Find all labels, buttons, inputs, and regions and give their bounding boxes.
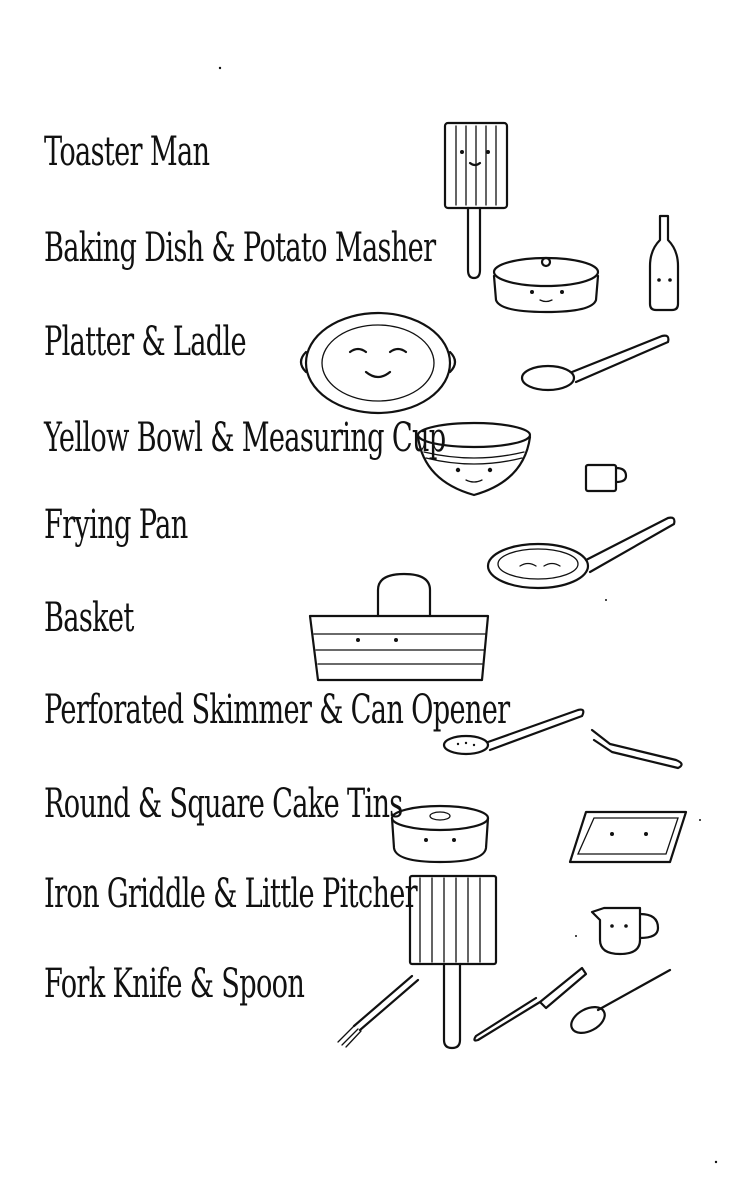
caption-toaster-man: Toaster Man [44, 129, 210, 175]
caption-baking-dish-potato-masher: Baking Dish & Potato Masher [44, 225, 436, 271]
caption-cake-tins: Round & Square Cake Tins [44, 781, 403, 827]
spoon-icon [570, 968, 672, 1034]
knife-icon [473, 966, 588, 1042]
skimmer-icon [442, 708, 585, 756]
potato-masher-icon [648, 214, 680, 312]
caption-basket: Basket [44, 595, 134, 641]
caption-fork-knife-spoon: Fork Knife & Spoon [44, 961, 305, 1007]
baking-dish-icon [492, 256, 600, 314]
caption-skimmer-can-opener: Perforated Skimmer & Can Opener [44, 687, 510, 733]
caption-bowl-measuring-cup: Yellow Bowl & Measuring Cup [44, 415, 446, 461]
bowl-icon [416, 421, 532, 497]
caption-platter-ladle: Platter & Ladle [44, 319, 247, 365]
griddle-icon [408, 874, 498, 1050]
can-opener-icon [590, 728, 683, 770]
ladle-icon [520, 334, 670, 392]
round-cake-tin-icon [390, 804, 490, 864]
pitcher-icon [590, 906, 660, 956]
square-cake-tin-icon [568, 810, 688, 864]
fork-icon [337, 974, 420, 1048]
frying-pan-icon [486, 516, 676, 590]
caption-griddle-pitcher: Iron Griddle & Little Pitcher [44, 871, 418, 917]
basket-icon [308, 572, 490, 682]
toaster-icon [443, 121, 509, 280]
platter-icon [299, 311, 457, 415]
caption-frying-pan: Frying Pan [44, 502, 188, 548]
measuring-cup-icon [584, 463, 628, 493]
